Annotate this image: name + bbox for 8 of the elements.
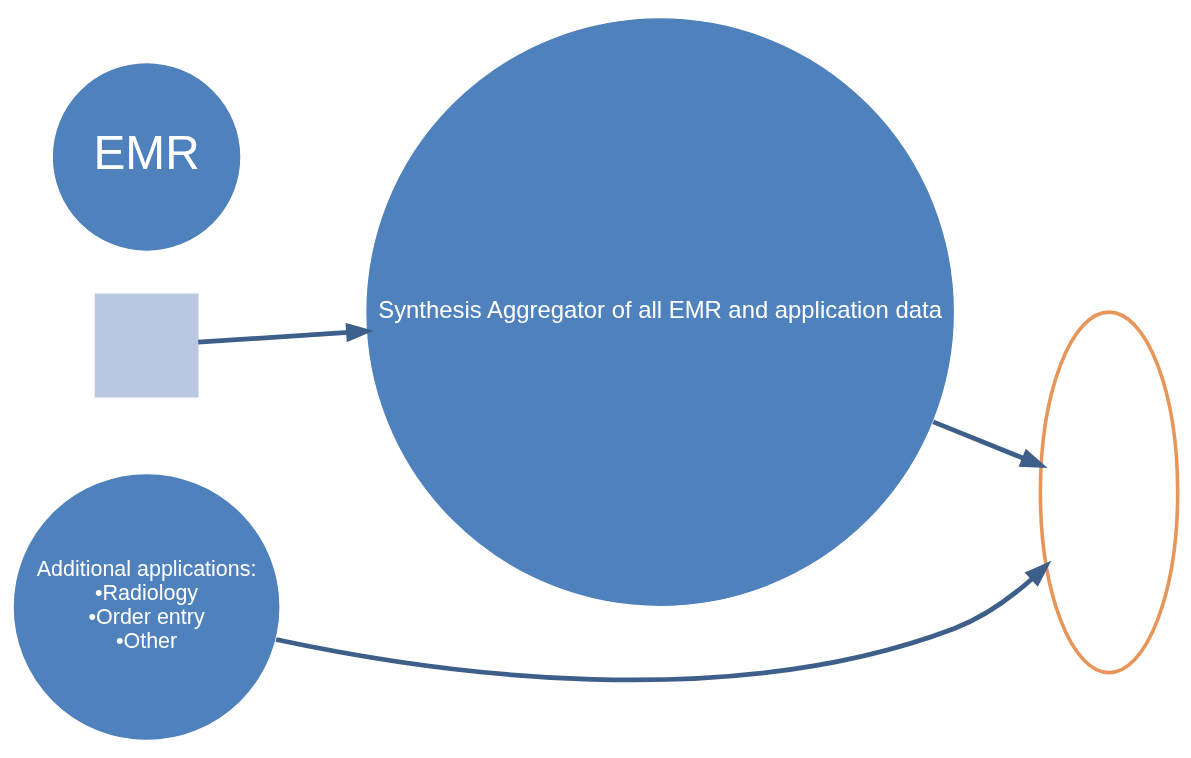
arrow [932,419,1048,469]
node-circle: Additional applications: •Radiology •Order entry •Other [12,472,281,741]
arrow [198,322,374,345]
node-ellipse [1038,310,1180,675]
arrow [275,560,1052,683]
node-plus [94,293,199,398]
node-circle: EMR [51,62,242,252]
node-circle: Synthesis Aggregator of all EMR and application data [365,17,956,608]
